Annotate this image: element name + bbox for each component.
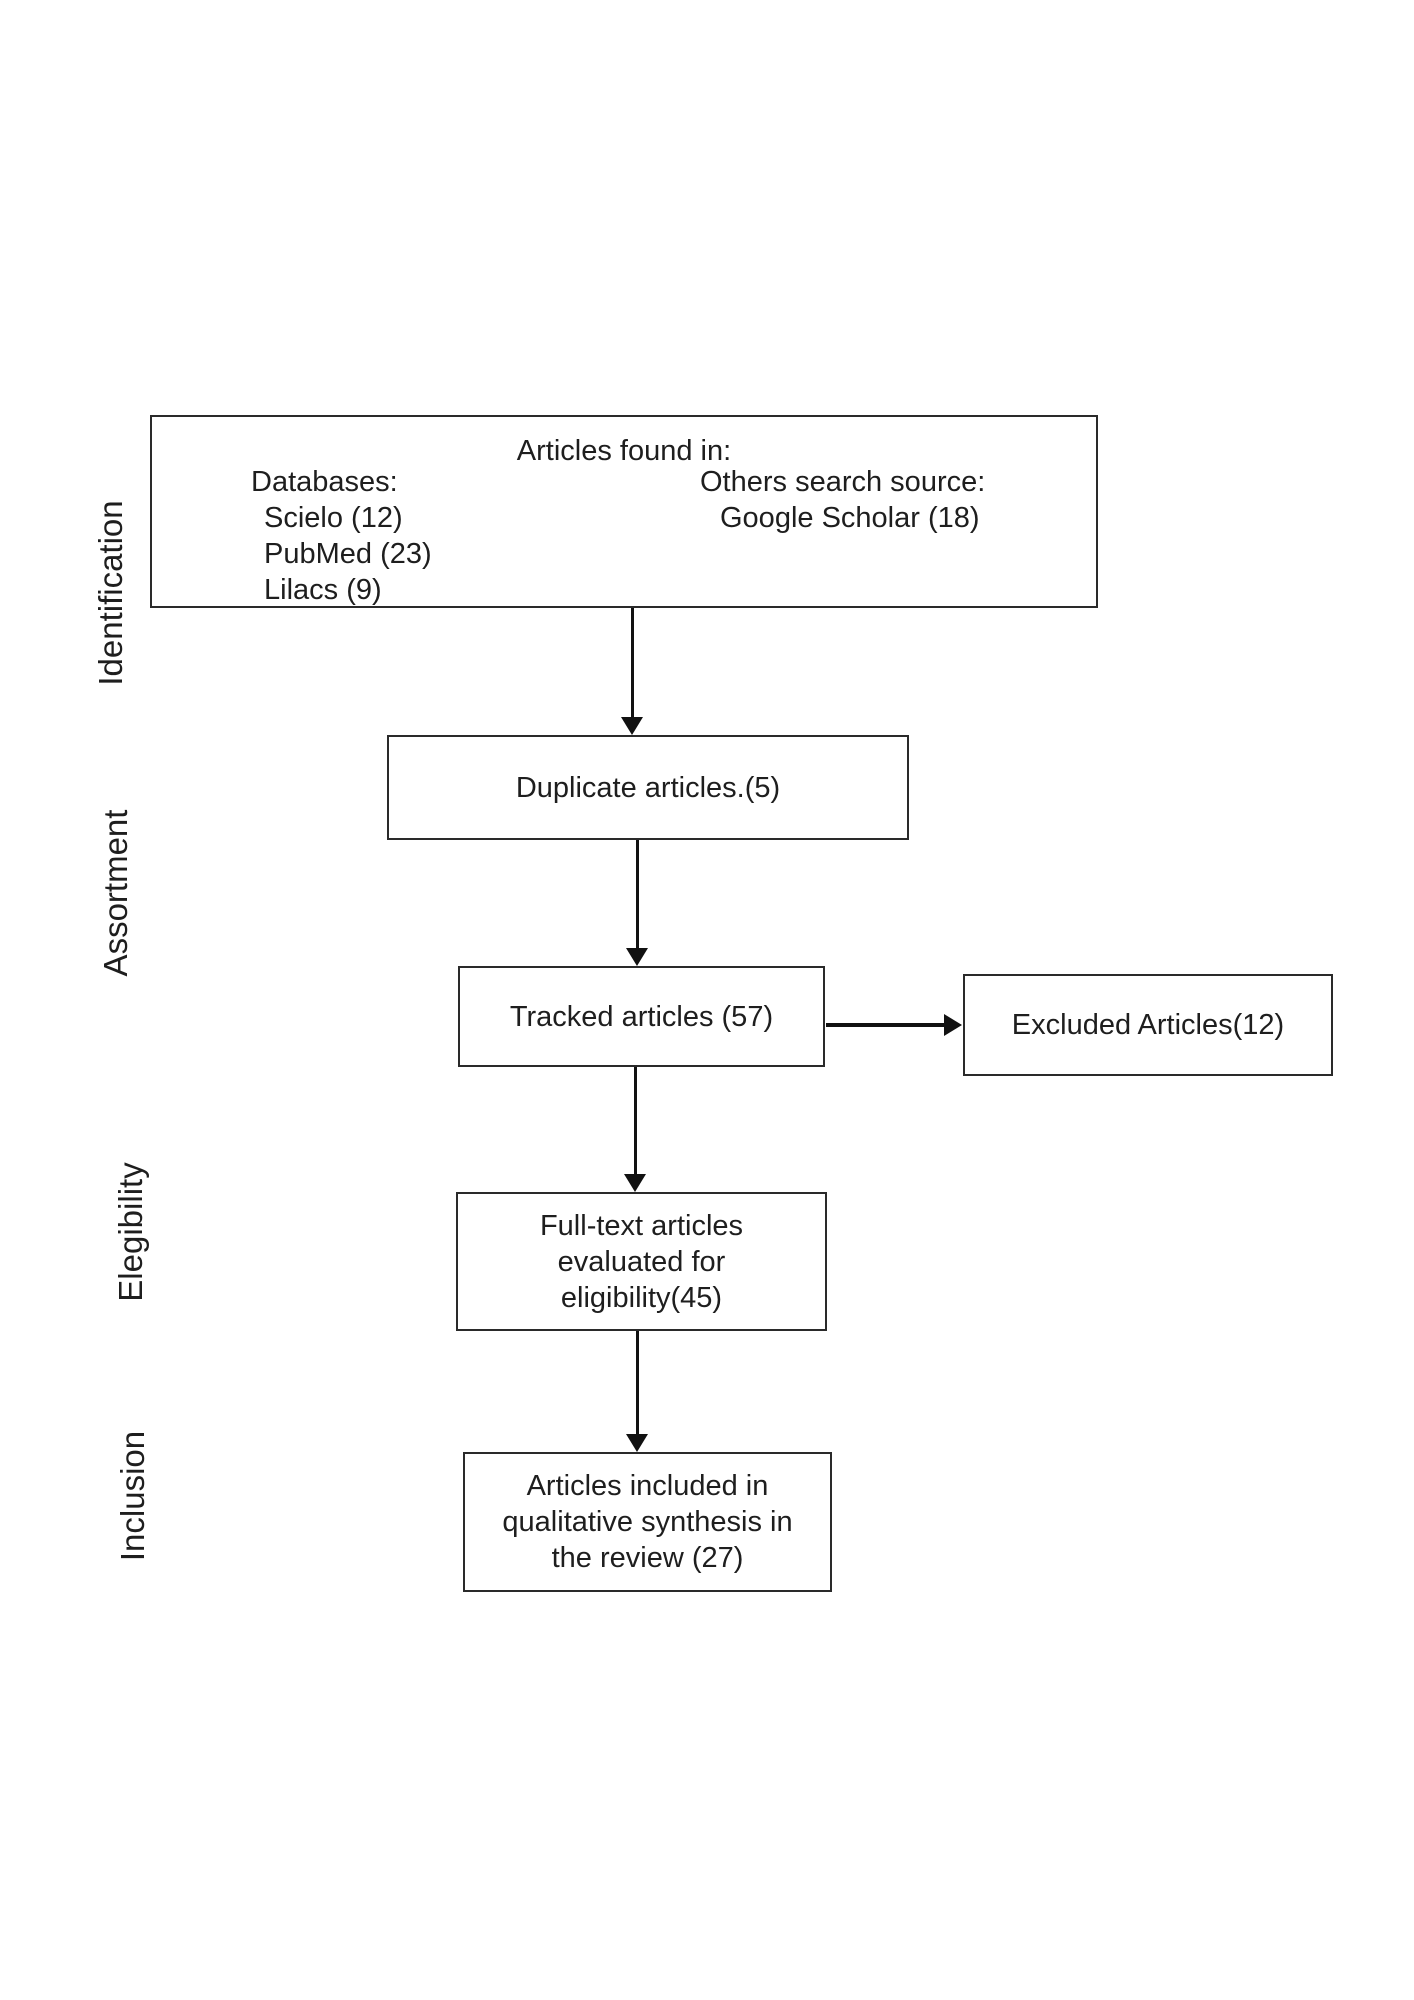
- arrowhead-down-icon: [626, 948, 648, 966]
- box-duplicate-articles: Duplicate articles.(5): [387, 735, 909, 840]
- arrow-shaft: [635, 840, 639, 948]
- stage-label-assortment: Assortment: [97, 809, 134, 977]
- arrow-duplicate-to-tracked: [626, 840, 648, 966]
- stage-label-inclusion: Inclusion: [114, 1430, 151, 1562]
- arrow-found-to-duplicate: [621, 608, 643, 735]
- arrow-tracked-to-fulltext: [624, 1067, 646, 1192]
- box-articles-found: Articles found in: Databases: Scielo (12…: [150, 415, 1098, 608]
- arrowhead-down-icon: [624, 1174, 646, 1192]
- database-item-lilacs: Lilacs (9): [264, 574, 382, 606]
- other-source-item-google-scholar: Google Scholar (18): [720, 502, 980, 534]
- other-sources-column: Others search source: Google Scholar (18…: [700, 464, 985, 536]
- databases-column: Databases: Scielo (12) PubMed (23) Lilac…: [251, 464, 432, 608]
- duplicate-articles-label: Duplicate articles.(5): [515, 771, 781, 804]
- arrow-shaft: [826, 1023, 944, 1027]
- fulltext-line-2: evaluated for: [557, 1245, 726, 1278]
- database-item-pubmed: PubMed (23): [264, 538, 432, 570]
- box-excluded-articles: Excluded Articles(12): [963, 974, 1333, 1076]
- databases-heading: Databases:: [251, 466, 398, 498]
- database-item-scielo: Scielo (12): [264, 502, 403, 534]
- box-tracked-articles: Tracked articles (57): [458, 966, 825, 1067]
- arrow-shaft: [630, 608, 634, 717]
- excluded-articles-label: Excluded Articles(12): [1011, 1009, 1285, 1041]
- arrow-shaft: [635, 1331, 639, 1434]
- arrow-fulltext-to-included: [626, 1331, 648, 1452]
- arrowhead-right-icon: [944, 1014, 962, 1036]
- included-line-3: the review (27): [551, 1542, 744, 1574]
- stage-label-identification: Identification: [92, 500, 129, 686]
- included-line-1: Articles included in: [526, 1470, 769, 1502]
- articles-found-title: Articles found in:: [516, 435, 732, 467]
- box-fulltext-articles: Full-text articles evaluated for eligibi…: [456, 1192, 827, 1331]
- arrowhead-down-icon: [626, 1434, 648, 1452]
- arrowhead-down-icon: [621, 717, 643, 735]
- stage-label-elegibility: Elegibility: [112, 1162, 149, 1302]
- fulltext-line-3: eligibility(45): [560, 1281, 723, 1314]
- tracked-articles-label: Tracked articles (57): [509, 1000, 774, 1033]
- other-sources-heading: Others search source:: [700, 466, 986, 498]
- included-line-2: qualitative synthesis in: [502, 1506, 793, 1538]
- arrow-shaft: [633, 1067, 637, 1174]
- fulltext-line-1: Full-text articles: [539, 1209, 744, 1242]
- box-included-articles: Articles included in qualitative synthes…: [463, 1452, 832, 1592]
- arrow-tracked-to-excluded: [826, 1014, 962, 1036]
